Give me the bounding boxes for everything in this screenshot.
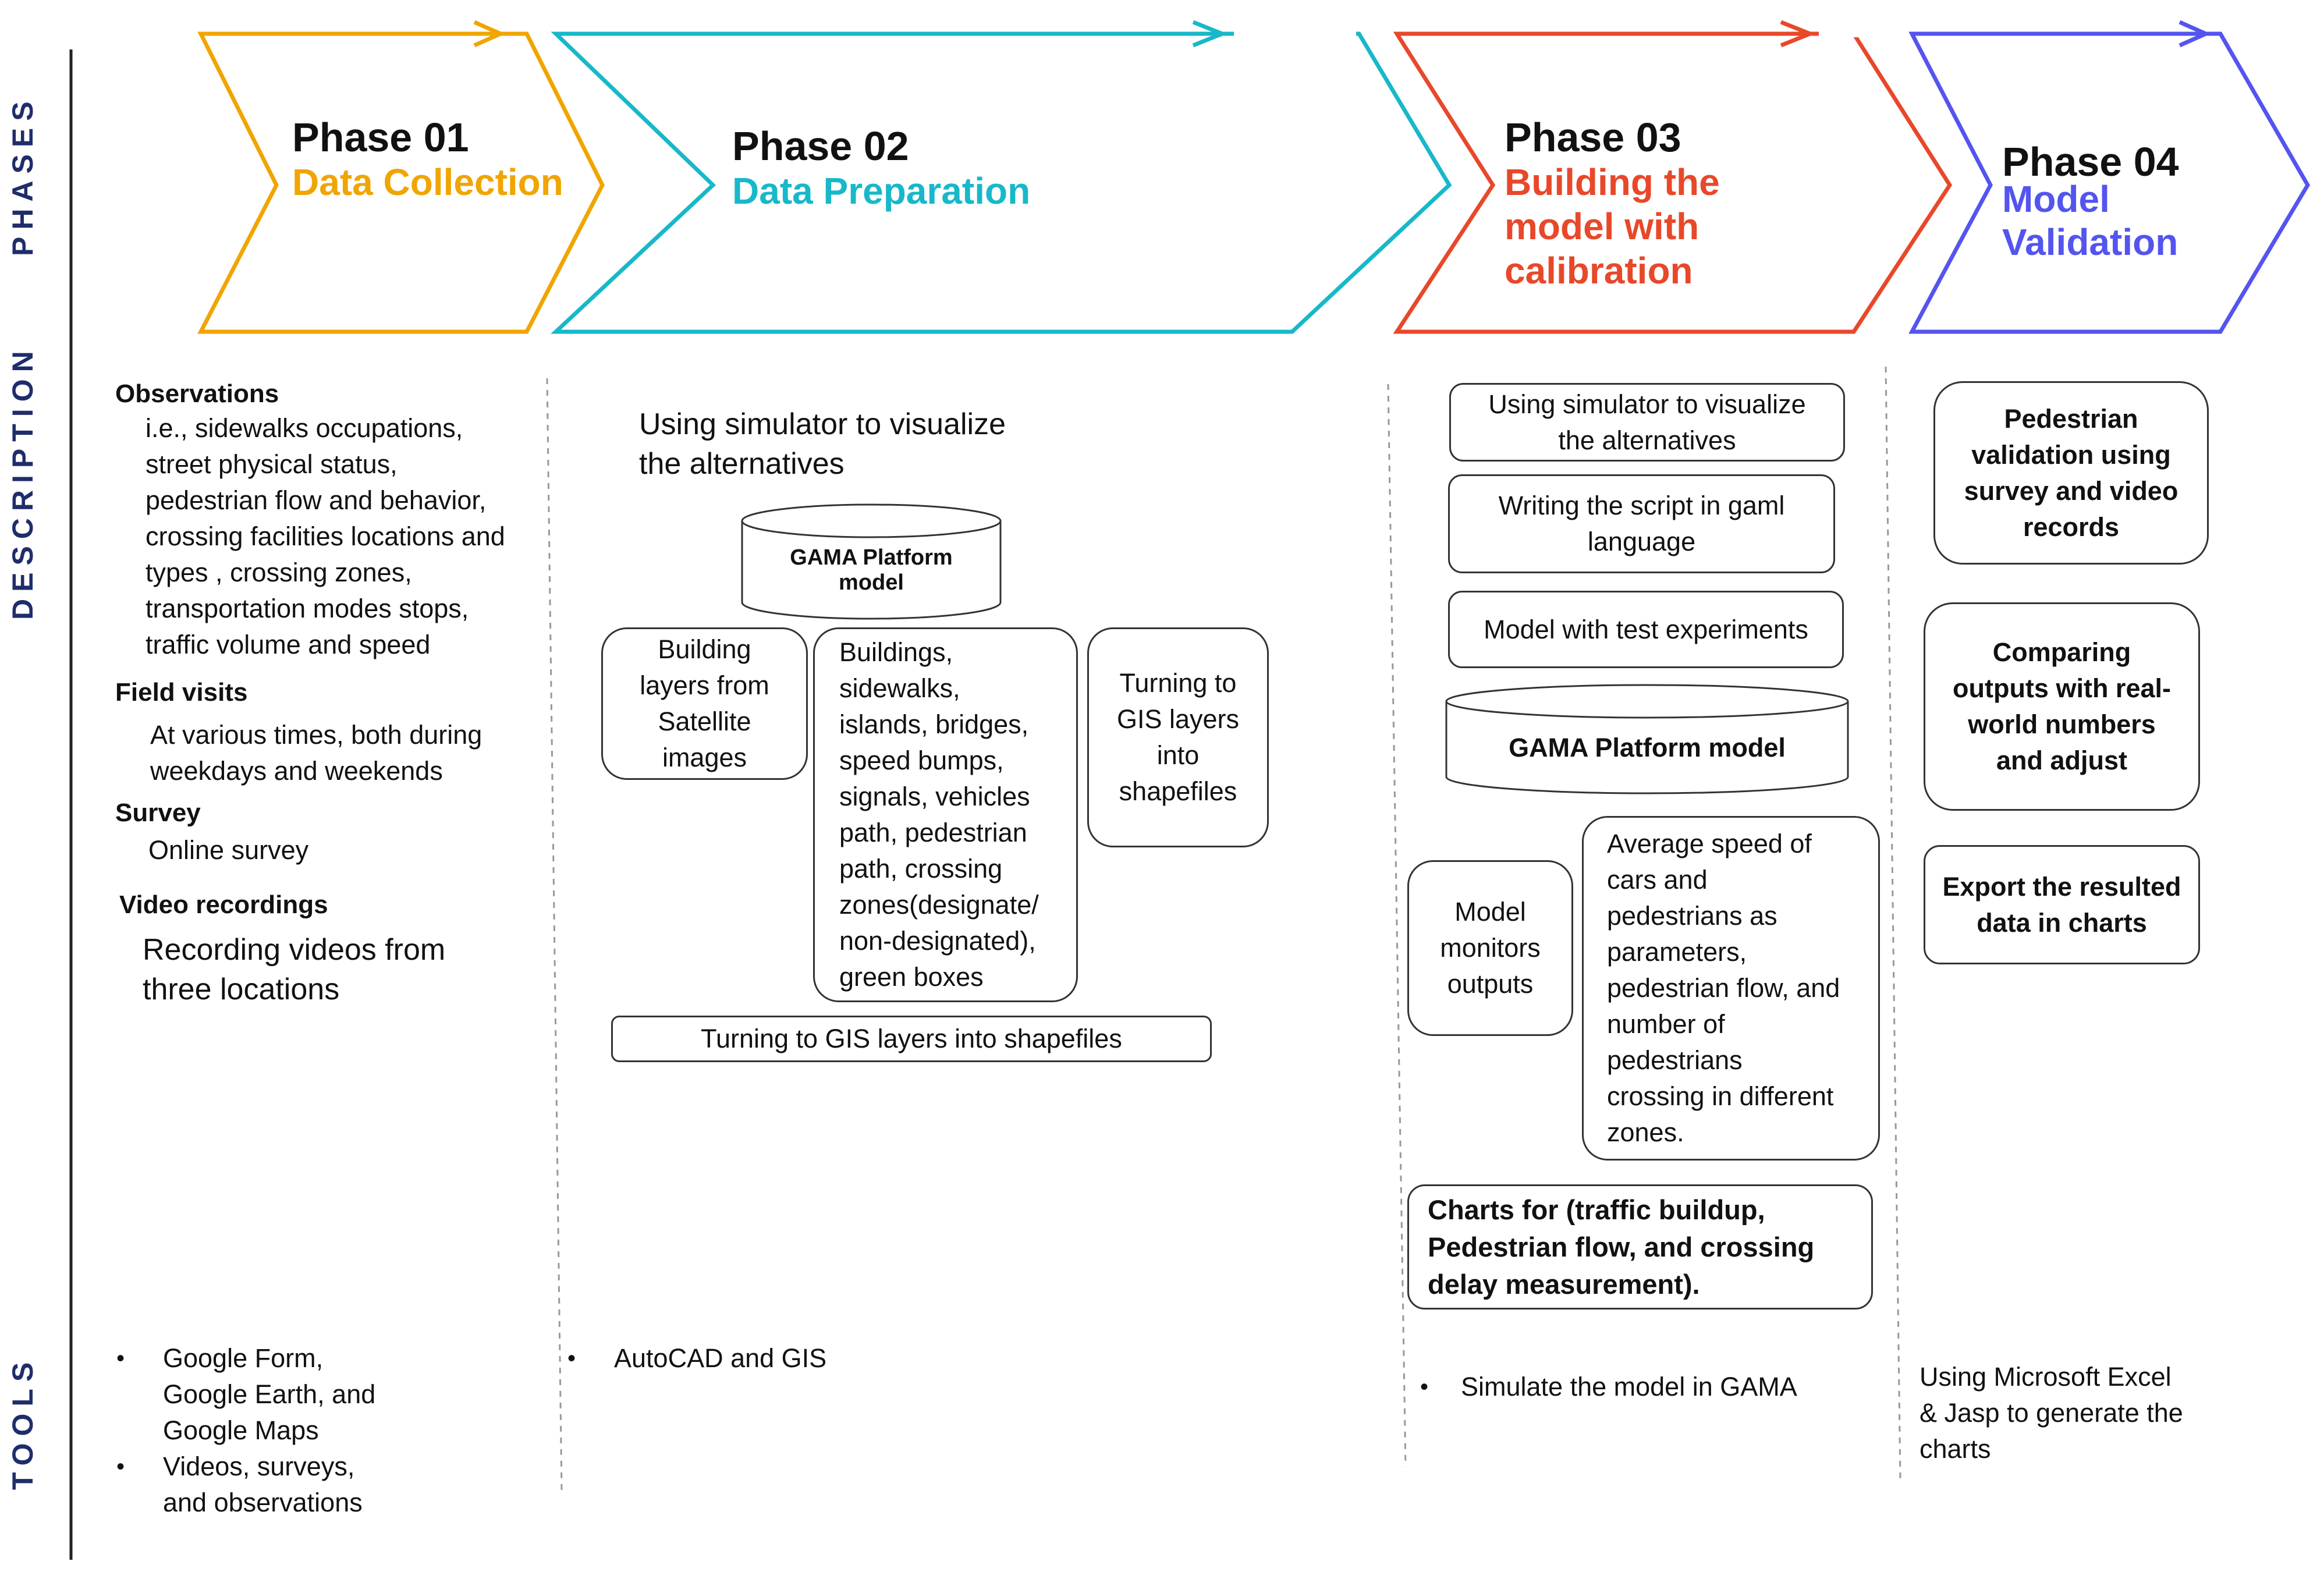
phase3-arrow-head [1780, 20, 1816, 48]
box-test-experiments: Model with test experiments [1448, 591, 1844, 668]
box-charts: Charts for (traffic buildup, Pedestrian … [1407, 1184, 1873, 1310]
phase1-subtitle: Data Collection [292, 161, 563, 203]
box-compare-outputs: Comparing outputs with real- world numbe… [1924, 602, 2200, 811]
phase3-header: Phase 03 Building the model with calibra… [1505, 115, 1854, 293]
phase4-tools-text: Using Microsoft Excel & Jasp to generate… [1919, 1362, 2183, 1464]
phase3-tool-item: Simulate the model in GAMA [1420, 1369, 1886, 1405]
divider-2 [1387, 384, 1407, 1467]
phase4-arrow-head [2178, 20, 2211, 48]
phase3-cylinder [1445, 684, 1849, 794]
phase4-title: Phase 04 [2002, 139, 2179, 184]
phase3-tools-list: Simulate the model in GAMA [1420, 1369, 1886, 1405]
bar-shapefiles: Turning to GIS layers into shapefiles [611, 1016, 1212, 1062]
phase1-chevron [197, 31, 605, 334]
survey-text: Online survey [148, 835, 309, 865]
video-heading: Video recordings [119, 890, 328, 919]
phase2-arrow-head [1192, 20, 1228, 48]
phase1-tool-item: Videos, surveys, and observations [116, 1449, 466, 1521]
phase2-tools-list: AutoCAD and GIS [567, 1340, 1033, 1376]
phase4-subtitle: Model Validation [2002, 178, 2178, 263]
box-pedestrian-validation: Pedestrian validation using survey and v… [1933, 381, 2209, 565]
sidebar-label-phases: PHASES [6, 94, 39, 256]
observations-heading: Observations [115, 379, 279, 408]
phase2-chevron [551, 31, 1452, 334]
phase2-subtitle: Data Preparation [732, 170, 1031, 212]
phase3-subtitle: Building the model with calibration [1505, 161, 1720, 292]
box-simulator-visualize: Using simulator to visualize the alterna… [1449, 383, 1845, 462]
sidebar-label-tools: TOOLS [6, 1355, 39, 1490]
phase2-cylinder-label: GAMA Platform model [790, 545, 953, 595]
sidebar-label-description: DESCRIPTION [6, 344, 39, 620]
phase1-arrow-head [473, 20, 506, 48]
survey-heading: Survey [115, 799, 201, 827]
box-map-features: Buildings, sidewalks, islands, bridges, … [813, 627, 1078, 1002]
phase3-title: Phase 03 [1505, 115, 1681, 160]
phase4-chevron [1908, 31, 2311, 334]
phase2-title: Phase 02 [732, 123, 909, 169]
phase4-header: Phase 04 Model Validation [2002, 140, 2264, 264]
divider-3 [1885, 366, 1901, 1479]
box-export-charts: Export the resulted data in charts [1924, 845, 2200, 964]
phase2-cylinder [741, 503, 1002, 620]
box-gis-layers: Turning to GIS layers into shapefiles [1087, 627, 1269, 847]
box-parameters: Average speed of cars and pedestrians as… [1582, 816, 1880, 1161]
field-visits-text: At various times, both during weekdays a… [150, 720, 482, 786]
divider-1 [546, 378, 563, 1491]
box-model-monitors: Model monitors outputs [1407, 860, 1573, 1036]
phase2-intro: Using simulator to visualize the alterna… [639, 407, 1006, 481]
phase2-header: Phase 02 Data Preparation [732, 124, 1140, 214]
phase1-tools-list: Google Form, Google Earth, and Google Ma… [116, 1340, 466, 1521]
phase2-tool-item: AutoCAD and GIS [567, 1340, 1033, 1376]
field-visits-heading: Field visits [115, 678, 248, 707]
observations-text: i.e., sidewalks occupations, street phys… [146, 413, 505, 659]
phase1-tool-item: Google Form, Google Earth, and Google Ma… [116, 1340, 466, 1449]
phase3-cylinder-label: GAMA Platform model [1509, 733, 1786, 762]
box-satellite-layers: Building layers from Satellite images [601, 627, 808, 780]
phase1-title: Phase 01 [292, 115, 469, 160]
phase1-header: Phase 01 Data Collection [292, 115, 583, 205]
video-text: Recording videos from three locations [143, 933, 446, 1006]
box-gaml-script: Writing the script in gaml language [1448, 474, 1835, 573]
